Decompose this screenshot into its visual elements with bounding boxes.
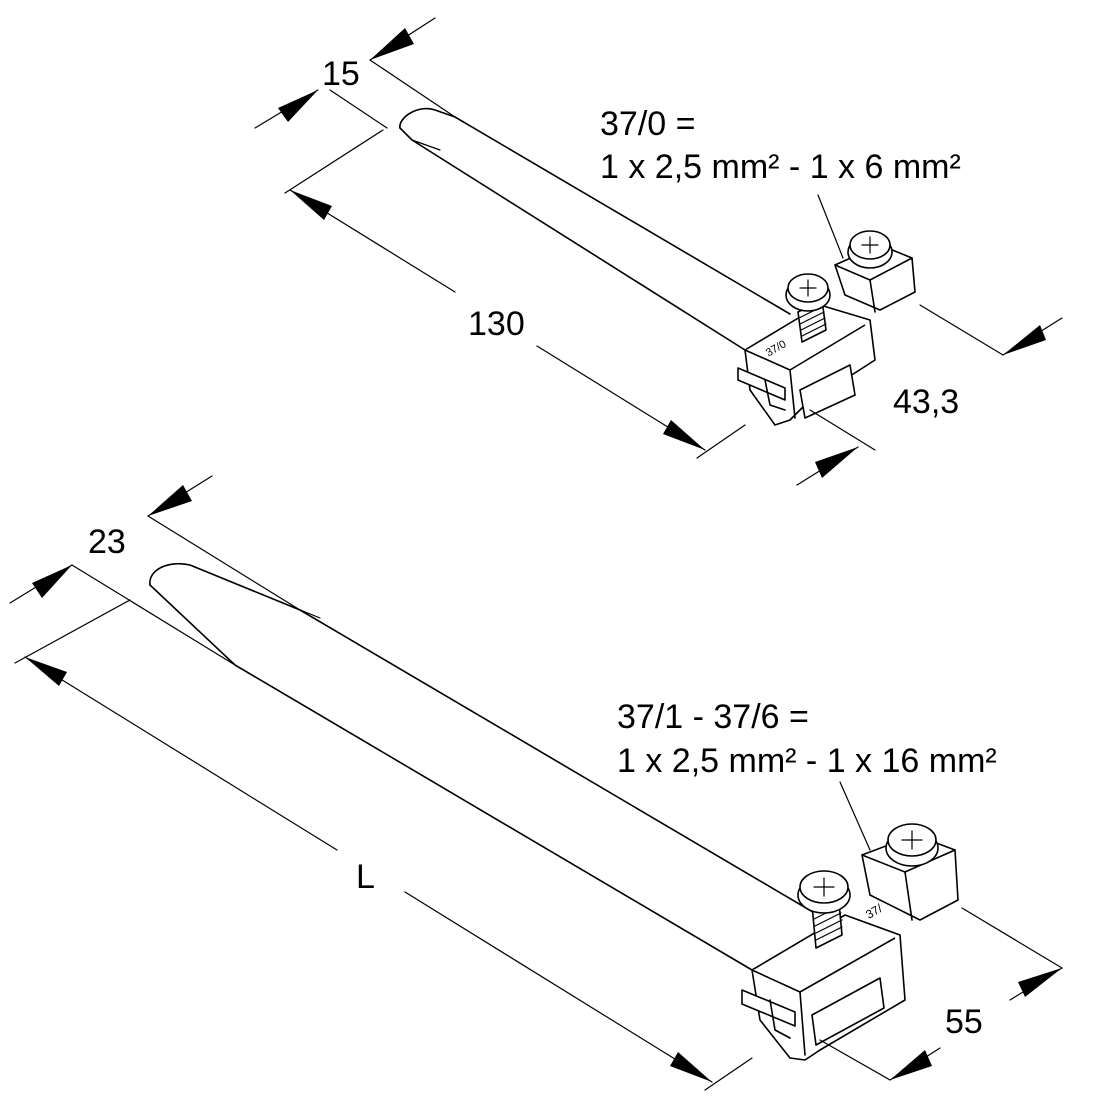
top-earth-rod-assembly: 15 130 — [254, 17, 1063, 486]
top-spec-line-1: 37/0 = — [600, 105, 695, 143]
top-length-arrow-start — [290, 190, 332, 220]
top-clamp-label: 43,3 — [893, 383, 959, 421]
top-clamp: 37/0 — [737, 230, 916, 426]
bottom-spec-line-1: 37/1 - 37/6 = — [617, 698, 809, 736]
top-width-arrow-left — [278, 90, 318, 122]
bottom-clamp-label: 55 — [945, 1003, 983, 1041]
bottom-screw-1 — [797, 870, 851, 949]
bottom-clamp-dimension: 55 — [819, 907, 1063, 1081]
top-length-arrow-end — [663, 420, 705, 450]
bottom-width-arrow-right — [148, 485, 192, 516]
bottom-spec-line-2: 1 x 2,5 mm² - 1 x 16 mm² — [617, 742, 997, 780]
bottom-clamp-arrow-upper — [1018, 968, 1062, 997]
top-width-dimension: 15 — [254, 17, 456, 129]
top-width-arrow-right — [370, 28, 414, 60]
top-length-dimension: 130 — [284, 129, 746, 459]
bottom-width-dimension: 23 — [9, 475, 301, 666]
top-clamp-upper — [834, 230, 916, 313]
top-clamp-dimension: 43,3 — [796, 304, 1063, 486]
bottom-width-arrow-left — [32, 565, 72, 598]
top-width-label: 15 — [322, 55, 360, 93]
bottom-width-label: 23 — [88, 523, 126, 561]
top-spec-line-2: 1 x 2,5 mm² - 1 x 6 mm² — [600, 148, 961, 186]
bottom-stamp: 37/ — [863, 901, 885, 922]
bottom-clamp-upper — [861, 823, 959, 921]
top-rod — [399, 107, 791, 351]
bottom-length-arrow-start — [25, 657, 67, 686]
bottom-spec-leader — [839, 781, 871, 851]
bottom-length-label: L — [356, 858, 375, 896]
bottom-clamp-arrow-lower — [890, 1050, 932, 1080]
bottom-length-dimension: L — [14, 599, 753, 1091]
top-screw-1 — [785, 273, 831, 343]
bottom-length-arrow-end — [670, 1052, 712, 1082]
top-clamp-arrow-lower — [815, 447, 858, 478]
top-spec-leader — [817, 194, 844, 259]
top-clamp-arrow-upper — [1003, 325, 1046, 355]
bottom-earth-rod-assembly: 23 L — [9, 475, 1063, 1091]
top-length-label: 130 — [468, 305, 525, 343]
bottom-clamp: 37/ — [741, 823, 959, 1061]
